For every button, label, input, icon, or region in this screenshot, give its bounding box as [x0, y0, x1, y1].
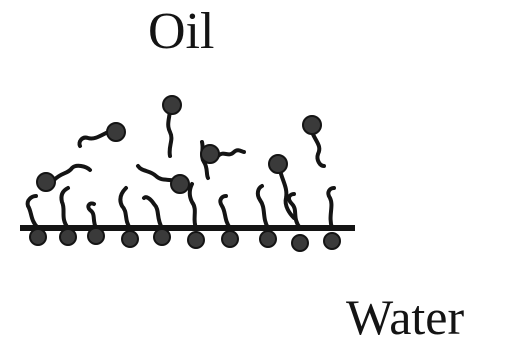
surfactant-head — [121, 230, 139, 248]
surfactant-head — [87, 227, 105, 245]
surfactant-head — [187, 231, 205, 249]
adsorbed-surfactant-layer — [25, 182, 336, 230]
adsorbed-tail — [142, 195, 164, 230]
surfactant-head — [200, 144, 220, 164]
adsorbed-heads — [29, 227, 341, 252]
surfactant-head — [153, 228, 171, 246]
surfactant-head — [259, 230, 277, 248]
adsorbed-tail — [326, 186, 336, 230]
adsorbed-tail — [218, 194, 232, 230]
adsorbed-tail — [59, 186, 70, 230]
surfactant-head — [59, 228, 77, 246]
free-tail — [166, 106, 174, 158]
surfactant-head — [221, 230, 239, 248]
water-label: Water — [346, 289, 465, 345]
surfactant-head — [268, 154, 288, 174]
adsorbed-tail — [86, 201, 98, 230]
free-tail — [52, 163, 92, 182]
surfactant-head — [29, 228, 47, 246]
surfactant-head — [323, 232, 341, 250]
free-tail — [310, 130, 326, 168]
surfactant-head — [302, 115, 322, 135]
adsorbed-tail — [286, 192, 302, 230]
surfactant-head — [162, 95, 182, 115]
adsorbed-tail — [255, 184, 270, 230]
adsorbed-tail — [25, 194, 40, 230]
surfactant-head — [170, 174, 190, 194]
adsorbed-tail — [187, 182, 198, 230]
free-surfactant-heads — [36, 95, 322, 194]
free-tail — [216, 148, 246, 158]
adsorbed-tail — [118, 186, 132, 230]
surfactant-head — [36, 172, 56, 192]
free-tail — [77, 130, 110, 148]
surfactant-head — [291, 234, 309, 252]
surfactant-head — [106, 122, 126, 142]
oil-label: Oil — [148, 3, 215, 60]
free-tail — [278, 168, 296, 220]
